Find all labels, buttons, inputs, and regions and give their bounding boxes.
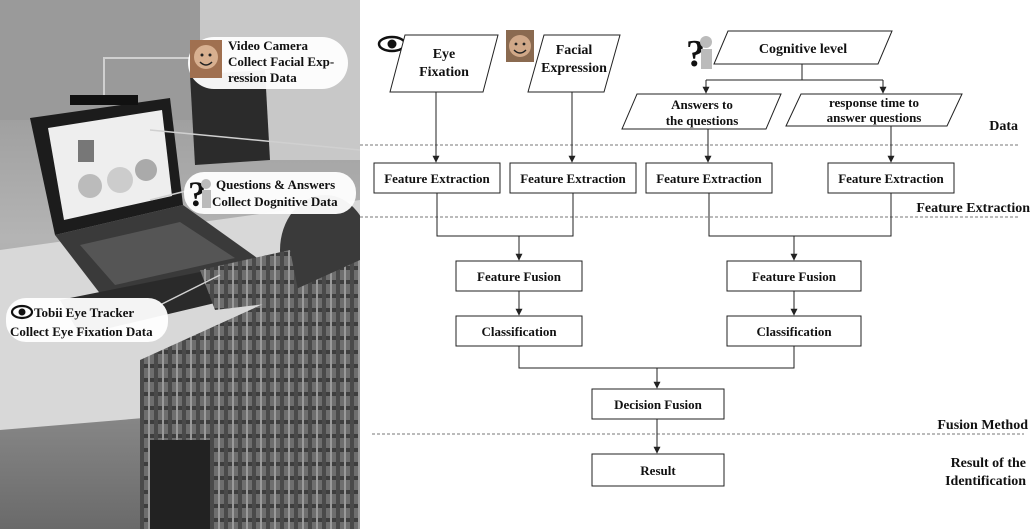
result-label: Result: [640, 463, 676, 478]
classification-left-label: Classification: [481, 324, 557, 339]
callout-eye-tracker: Tobii Eye Tracker Collect Eye Fixation D…: [6, 298, 168, 342]
answers-line-2: the questions: [666, 113, 739, 128]
answers-line-1: Answers to: [671, 97, 733, 112]
feature-fusion-right-label: Feature Fusion: [752, 269, 837, 284]
feature-extraction-eye-label: Feature Extraction: [384, 171, 490, 186]
callout-qa-line-2: Collect Dognitive Data: [212, 194, 338, 209]
feature-extraction-response-label: Feature Extraction: [838, 171, 944, 186]
result: Result: [591, 453, 725, 487]
question-person-icon: ?: [188, 174, 211, 214]
classification-right: Classification: [726, 315, 862, 347]
decision-fusion: Decision Fusion: [591, 388, 725, 420]
feature-extraction-face-label: Feature Extraction: [520, 171, 626, 186]
input-answers: Answers to the questions: [621, 93, 782, 130]
feature-fusion-right: Feature Fusion: [726, 260, 862, 292]
feature-extraction-eye: Feature Extraction: [373, 162, 501, 194]
video-camera: [70, 95, 138, 105]
response-time-line-2: answer questions: [827, 110, 922, 125]
layer-label-data: Data: [989, 119, 1018, 134]
callout-camera-line-2: Collect Facial Exp-: [228, 54, 334, 69]
cognitive-level-label: Cognitive level: [759, 42, 847, 57]
callout-questions-answers: ? Questions & Answers Collect Dognitive …: [184, 172, 356, 214]
facial-expression-line-1: Facial: [556, 43, 593, 58]
eye-fixation-line-2: Fixation: [419, 65, 469, 80]
facial-expression-line-2: Expression: [541, 61, 607, 76]
eye-icon: [10, 304, 34, 320]
classification-left: Classification: [455, 315, 583, 347]
response-time-line-1: response time to: [829, 95, 919, 110]
feature-extraction-answers: Feature Extraction: [645, 162, 773, 194]
second-laptop: [190, 70, 270, 165]
child-face-icon: [190, 40, 222, 78]
input-response-time: response time to answer questions: [785, 93, 963, 127]
feature-extraction-face: Feature Extraction: [509, 162, 637, 194]
feature-fusion-left-label: Feature Fusion: [477, 269, 562, 284]
callout-eye-line-2: Collect Eye Fixation Data: [10, 324, 153, 339]
layer-label-result-line-1: Result of the: [951, 456, 1026, 471]
input-eye-fixation: Eye Fixation: [389, 34, 499, 93]
callout-qa-line-1: Questions & Answers: [216, 177, 335, 192]
laptop-screen: [48, 110, 172, 220]
layer-label-fusion-method: Fusion Method: [937, 418, 1028, 433]
input-cognitive-level: Cognitive level: [713, 30, 893, 65]
callout-camera-line-1: Video Camera: [228, 38, 309, 53]
layer-label-result-line-2: Identification: [945, 474, 1026, 489]
question-person-icon: ?: [686, 33, 712, 75]
layer-label-feature-extraction: Feature Extraction: [916, 201, 1030, 216]
callout-video-camera: Video Camera Collect Facial Exp- ression…: [188, 37, 348, 89]
classification-right-label: Classification: [756, 324, 832, 339]
callout-eye-line-1: Tobii Eye Tracker: [34, 305, 134, 320]
input-facial-expression: Facial Expression: [527, 34, 621, 93]
experiment-photo: Video Camera Collect Facial Exp- ression…: [0, 0, 360, 529]
feature-fusion-left: Feature Fusion: [455, 260, 583, 292]
eye-fixation-line-1: Eye: [433, 47, 456, 62]
flowchart: ? Eye Fixation Facial Expression Cogniti…: [360, 30, 1030, 489]
callout-camera-line-3: ression Data: [228, 70, 297, 85]
feature-extraction-response: Feature Extraction: [827, 162, 955, 194]
decision-fusion-label: Decision Fusion: [614, 397, 703, 412]
feature-extraction-answers-label: Feature Extraction: [656, 171, 762, 186]
child-face-icon: [506, 30, 534, 62]
